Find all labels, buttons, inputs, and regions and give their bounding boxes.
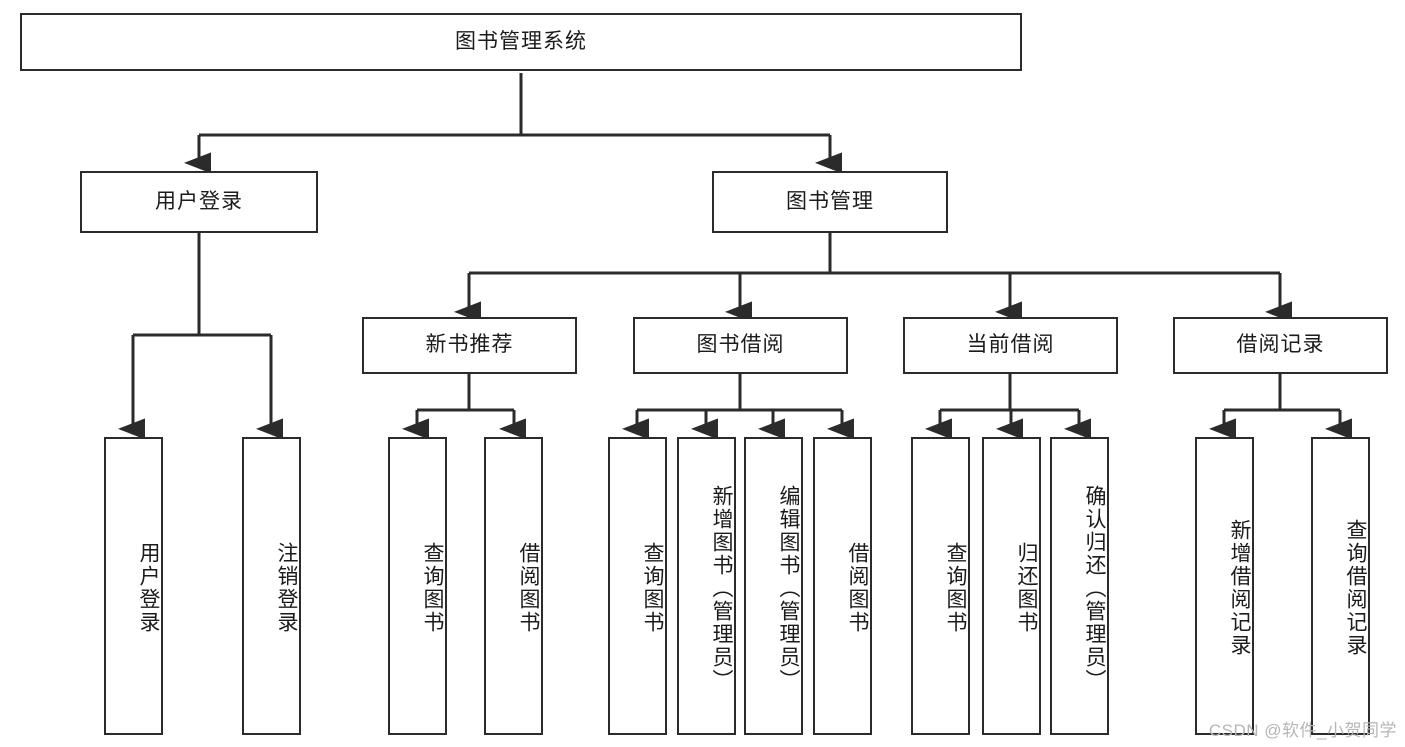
leaf-borrow-book-1-label: 借阅图书 (517, 542, 540, 634)
leaf-logout-login[interactable]: 注销登录 (242, 437, 301, 735)
watermark: CSDN @软件_小贺同学 (1208, 721, 1397, 740)
leaf-return-book-label: 归还图书 (1015, 542, 1038, 634)
node-book-manage-label: 图书管理 (786, 189, 874, 213)
node-book-borrow[interactable]: 图书借阅 (633, 317, 848, 374)
leaf-add-record-label: 新增借阅记录 (1228, 519, 1251, 657)
leaf-query-book-3[interactable]: 查询图书 (911, 437, 970, 735)
leaf-confirm-return-label: 确认归还（管理员） (1083, 484, 1106, 692)
node-root-label: 图书管理系统 (455, 29, 587, 53)
leaf-return-book[interactable]: 归还图书 (982, 437, 1041, 735)
leaf-query-book-1[interactable]: 查询图书 (388, 437, 447, 735)
leaf-confirm-return[interactable]: 确认归还（管理员） (1050, 437, 1109, 735)
node-user-login[interactable]: 用户登录 (80, 171, 318, 233)
leaf-borrow-book-2[interactable]: 借阅图书 (813, 437, 872, 735)
leaf-query-record-label: 查询借阅记录 (1344, 519, 1367, 657)
node-new-book-recommend[interactable]: 新书推荐 (362, 317, 577, 374)
leaf-user-login-label: 用户登录 (137, 542, 160, 634)
leaf-query-book-2-label: 查询图书 (641, 542, 664, 634)
leaf-user-login[interactable]: 用户登录 (104, 437, 163, 735)
node-book-borrow-label: 图书借阅 (696, 333, 785, 357)
leaf-borrow-book-1[interactable]: 借阅图书 (484, 437, 543, 735)
node-current-borrow-label: 当前借阅 (966, 333, 1055, 357)
node-root[interactable]: 图书管理系统 (20, 13, 1022, 71)
node-new-book-recommend-label: 新书推荐 (425, 333, 514, 357)
node-borrow-record[interactable]: 借阅记录 (1173, 317, 1388, 374)
leaf-add-book[interactable]: 新增图书（管理员） (677, 437, 736, 735)
leaf-query-book-3-label: 查询图书 (944, 542, 967, 634)
leaf-query-book-1-label: 查询图书 (421, 542, 444, 634)
leaf-add-record[interactable]: 新增借阅记录 (1195, 437, 1254, 735)
leaf-query-book-2[interactable]: 查询图书 (608, 437, 667, 735)
leaf-edit-book-label: 编辑图书（管理员） (777, 484, 800, 692)
leaf-add-book-label: 新增图书（管理员） (710, 484, 733, 692)
leaf-logout-login-label: 注销登录 (275, 542, 298, 634)
leaf-query-record[interactable]: 查询借阅记录 (1311, 437, 1370, 735)
leaf-borrow-book-2-label: 借阅图书 (846, 542, 869, 634)
leaf-edit-book[interactable]: 编辑图书（管理员） (744, 437, 803, 735)
node-borrow-record-label: 借阅记录 (1236, 333, 1325, 357)
node-user-login-label: 用户登录 (155, 189, 243, 213)
node-book-manage[interactable]: 图书管理 (712, 171, 948, 233)
node-current-borrow[interactable]: 当前借阅 (903, 317, 1118, 374)
